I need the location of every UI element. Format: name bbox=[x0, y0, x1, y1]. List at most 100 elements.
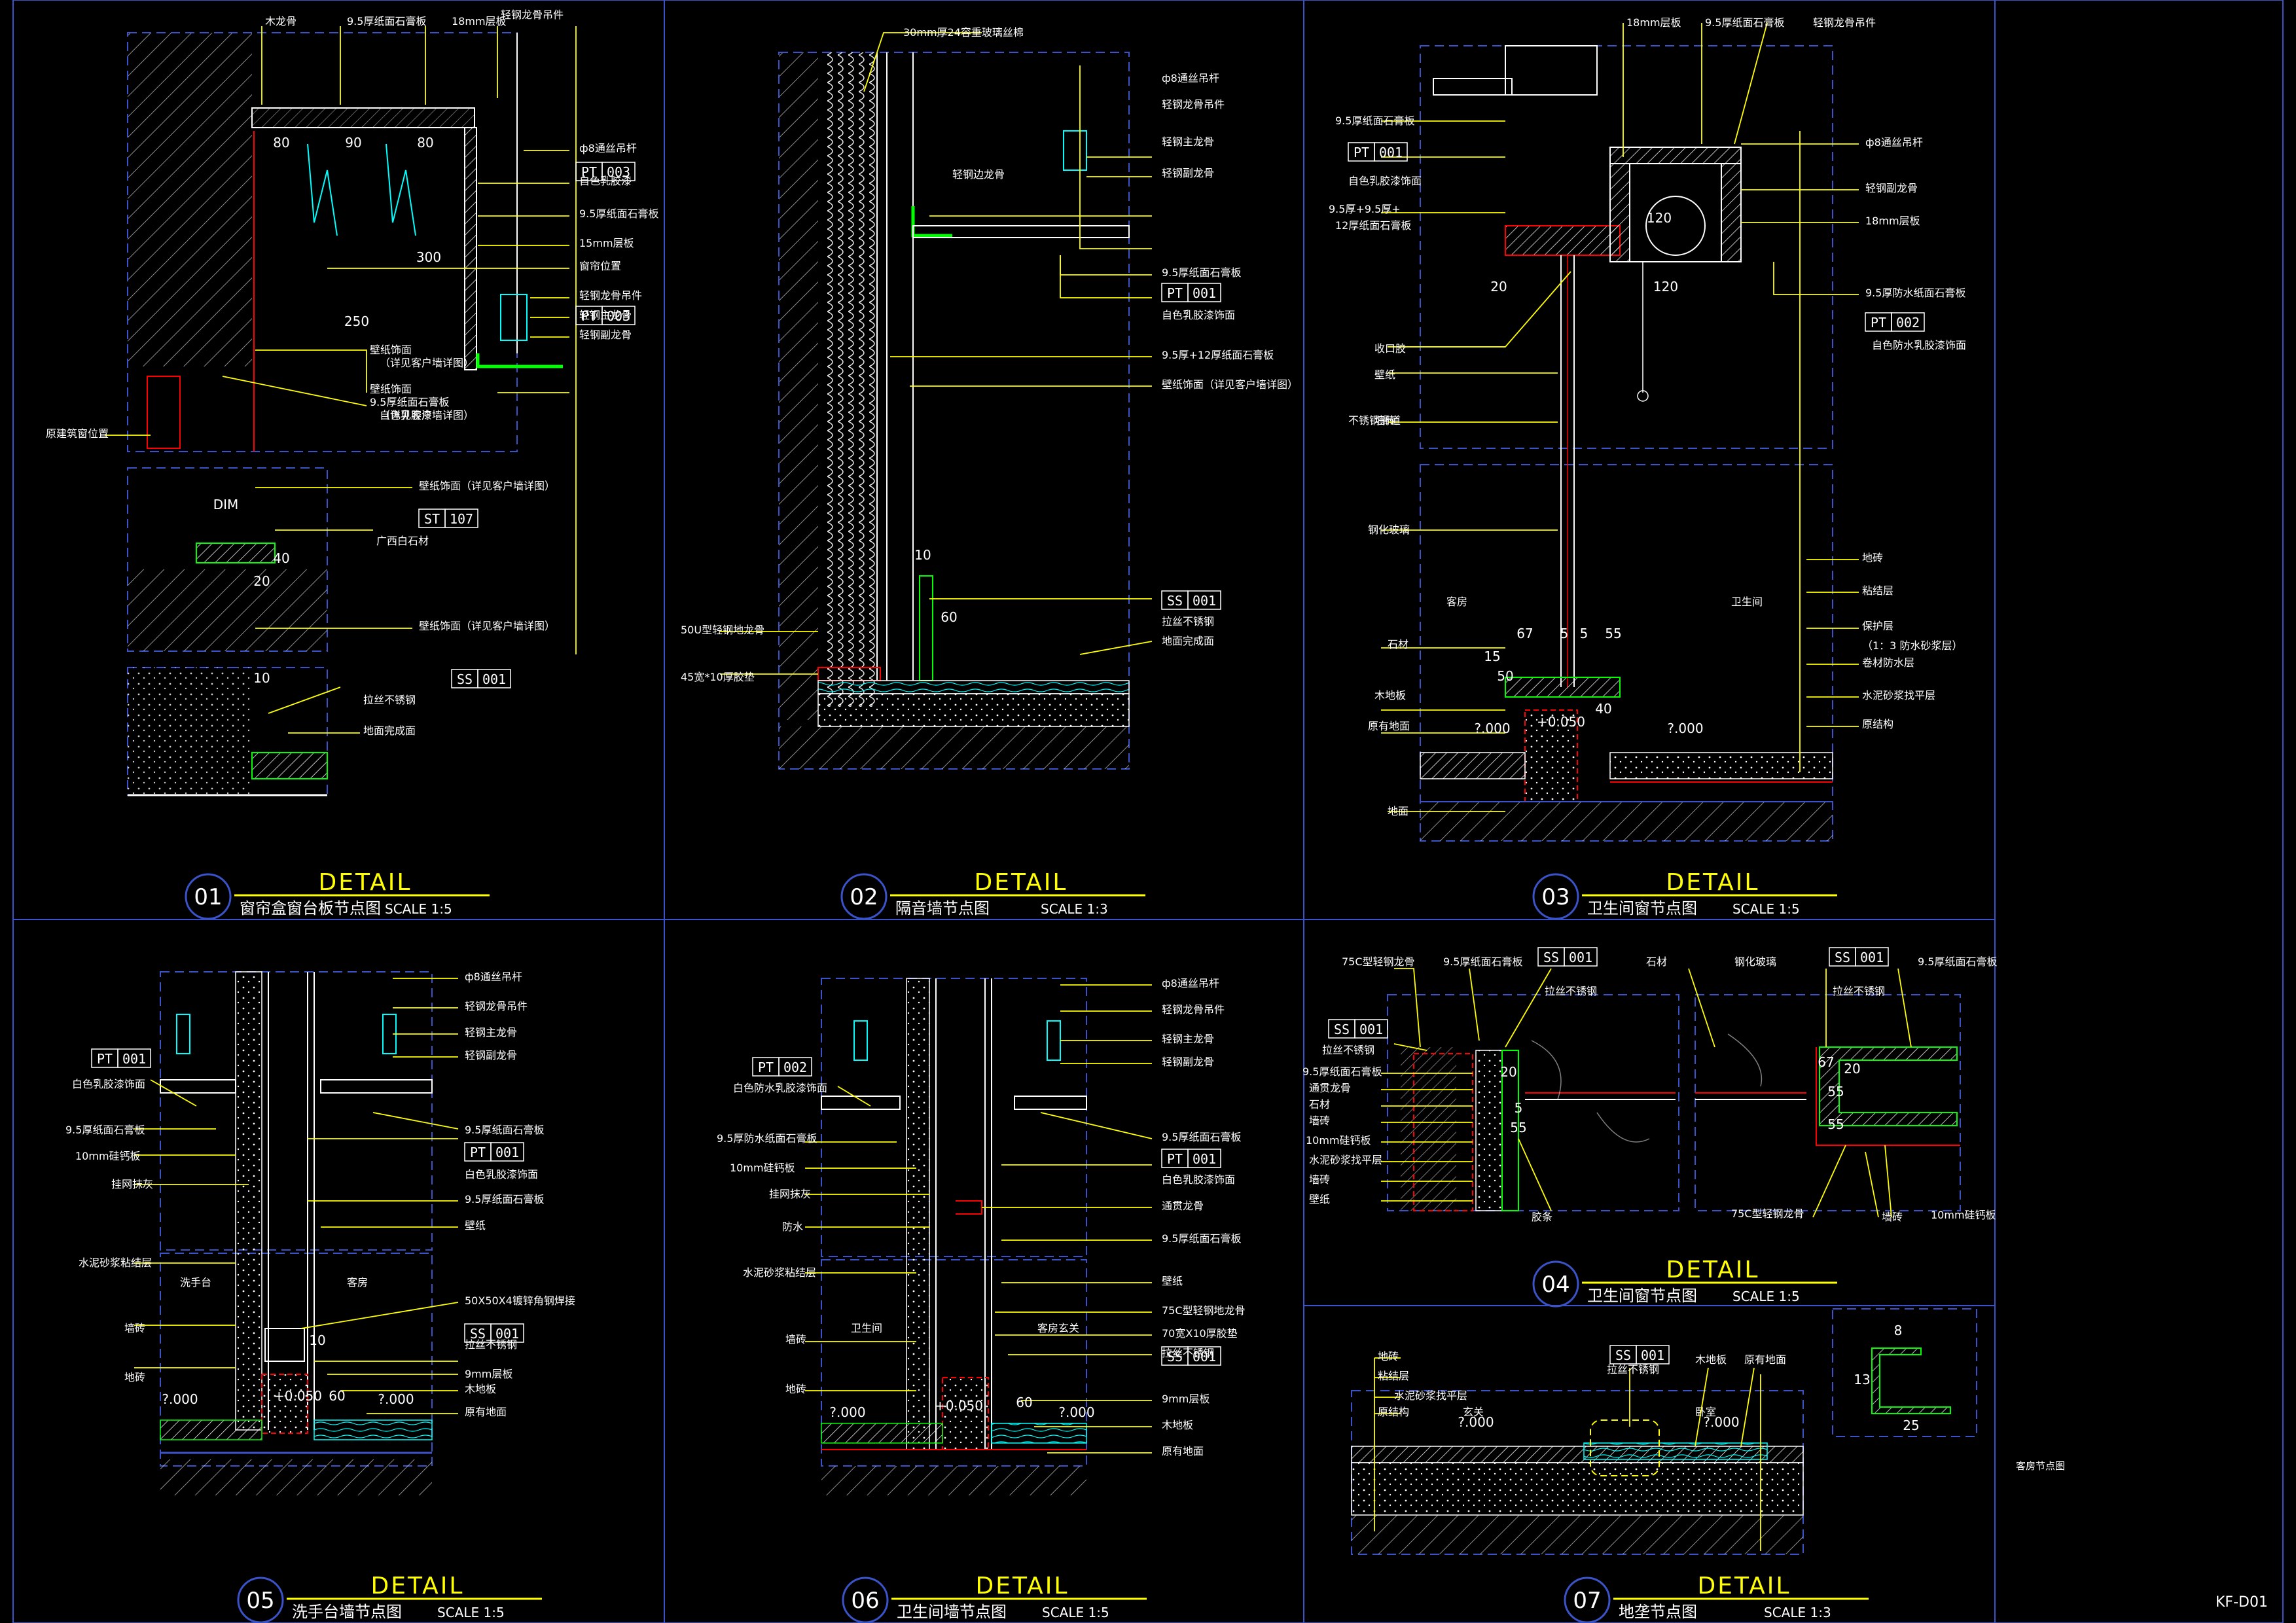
labels-detail-02: 30mm厚24容重玻璃丝棉ф8通丝吊杆轻钢龙骨吊件轻钢边龙骨轻钢主龙骨轻钢副龙骨… bbox=[681, 26, 1298, 683]
annotation-label: 通贯龙骨 bbox=[1309, 1082, 1351, 1094]
material-tag-code: PT bbox=[581, 308, 597, 324]
dimension-label: 15 bbox=[1484, 649, 1500, 664]
annotation-label: 轻钢龙骨吊件 bbox=[1813, 16, 1876, 29]
annotation-label: ф8通丝吊杆 bbox=[1162, 977, 1219, 990]
annotation-label: 拉丝不锈钢 bbox=[1162, 615, 1214, 628]
side-note: 客房节点图 bbox=[2016, 1460, 2065, 1472]
detail-scale: SCALE 1:5 bbox=[1732, 901, 1800, 917]
dimension-label: +0.050 bbox=[935, 1398, 983, 1414]
dimension-label: ?.000 bbox=[378, 1391, 414, 1407]
annotation-label: 石材 bbox=[1388, 638, 1408, 651]
material-tag-code: SS bbox=[1167, 593, 1183, 609]
annotation-label: 原有地面 bbox=[1368, 720, 1410, 732]
dimension-label: 55 bbox=[1827, 1084, 1844, 1099]
annotation-label: 70宽X10厚胶垫 bbox=[1162, 1327, 1238, 1340]
annotation-label: 原有地面 bbox=[1744, 1353, 1786, 1366]
dimension-label: 50 bbox=[1497, 668, 1513, 684]
annotation-label: 洗手台 bbox=[180, 1276, 211, 1289]
dimension-label: 20 bbox=[1490, 279, 1507, 294]
annotation-label: 9.5厚+12厚纸面石膏板 bbox=[1162, 349, 1274, 361]
annotation-label: 胶条 bbox=[1532, 1211, 1552, 1223]
material-tag-number: 001 bbox=[1359, 1022, 1383, 1037]
annotation-label: 广西白石材 bbox=[376, 535, 429, 547]
annotation-label: 轻钢龙骨吊件 bbox=[465, 1000, 528, 1012]
annotation-label: 挂网抹灰 bbox=[769, 1188, 811, 1200]
annotation-label: 轻钢主龙骨 bbox=[1162, 135, 1214, 148]
annotation-label: 轻钢边龙骨 bbox=[952, 168, 1005, 181]
annotation-label: 原有地面 bbox=[1162, 1445, 1204, 1457]
annotation-label: 9mm层板 bbox=[1162, 1393, 1210, 1405]
dimension-label: 90 bbox=[345, 135, 361, 151]
annotation-label: 木地板 bbox=[1162, 1419, 1193, 1431]
annotation-label: 9.5厚+9.5厚+ bbox=[1329, 203, 1401, 215]
annotation-label: 原有地面 bbox=[465, 1406, 507, 1418]
detail-number: 04 bbox=[1541, 1272, 1570, 1298]
material-tag-number: 001 bbox=[495, 1326, 519, 1342]
annotation-label: 水泥砂浆粘结层 bbox=[743, 1266, 816, 1279]
dimension-label: ?.000 bbox=[1667, 721, 1703, 736]
material-tag-number: 001 bbox=[122, 1051, 146, 1067]
annotation-label: 轻钢主龙骨 bbox=[579, 309, 632, 321]
material-tag-code: SS bbox=[457, 671, 473, 687]
detail-05-drawing bbox=[160, 971, 433, 1495]
annotation-label: 自色乳胶漆饰面 bbox=[1348, 175, 1422, 187]
annotation-label: 水泥砂浆找平层 bbox=[1862, 689, 1935, 702]
detail-number-bubble bbox=[1564, 1577, 1611, 1623]
annotation-label: 墙砖 bbox=[785, 1333, 806, 1346]
annotation-label: 石材 bbox=[1309, 1098, 1330, 1111]
dimension-label: 40 bbox=[1595, 701, 1611, 717]
annotation-label: ф8通丝吊杆 bbox=[1865, 136, 1923, 149]
dimension-label: 5 bbox=[1560, 626, 1569, 641]
annotation-label: 75C型轻钢龙骨 bbox=[1731, 1207, 1804, 1220]
dimension-label: ?.000 bbox=[1703, 1414, 1739, 1430]
material-tag-code: SS bbox=[1835, 950, 1850, 965]
annotation-label: 木地板 bbox=[465, 1383, 496, 1395]
material-tag-number: 001 bbox=[1379, 145, 1403, 160]
dimension-label: 120 bbox=[1647, 210, 1672, 226]
annotation-label: 轻钢龙骨吊件 bbox=[501, 9, 564, 21]
annotation-label: 50U型轻钢地龙骨 bbox=[681, 624, 764, 636]
material-tag-number: 002 bbox=[783, 1060, 807, 1075]
material-tag-code: SS bbox=[470, 1326, 486, 1342]
dimension-label: ?.000 bbox=[829, 1404, 865, 1420]
material-tag: SS 001 bbox=[464, 1323, 524, 1343]
detail-04-leaders bbox=[1381, 968, 1912, 1218]
dimension-label: 20 bbox=[1500, 1064, 1516, 1080]
dimension-label: 10 bbox=[309, 1332, 325, 1348]
detail-01-leaders bbox=[105, 26, 577, 734]
annotation-label: 18mm层板 bbox=[452, 15, 507, 27]
annotation-label: 10mm硅钙板 bbox=[730, 1162, 795, 1174]
dimension-label: 10 bbox=[253, 670, 270, 686]
dimension-label: +0.050 bbox=[274, 1388, 322, 1404]
annotation-label: 9.5厚纸面石膏板 bbox=[465, 1193, 544, 1205]
annotation-label: 粘结层 bbox=[1378, 1370, 1409, 1382]
annotation-label: 9.5厚纸面石膏板 bbox=[370, 396, 449, 408]
annotation-label: 轻钢副龙骨 bbox=[465, 1049, 517, 1061]
annotation-label: 壁纸 bbox=[465, 1219, 486, 1232]
detail-number-bubble bbox=[237, 1577, 284, 1623]
annotation-label: 9.5厚纸面石膏板 bbox=[1302, 1065, 1382, 1078]
material-tag-number: 002 bbox=[1896, 315, 1920, 330]
annotation-label: 玄关 bbox=[1463, 1406, 1484, 1418]
dimension-label: 60 bbox=[941, 609, 957, 625]
annotation-label: 木地板 bbox=[1695, 1353, 1727, 1366]
annotation-label: 地砖 bbox=[1378, 1350, 1399, 1363]
annotation-label: 自色防水乳胶漆饰面 bbox=[1872, 339, 1966, 351]
annotation-label: 9.5厚纸面石膏板 bbox=[65, 1124, 145, 1136]
annotation-label: 9.5厚防水纸面石膏板 bbox=[1865, 287, 1965, 299]
detail-number-bubble bbox=[842, 1577, 889, 1623]
annotation-label: 9.5厚纸面石膏板 bbox=[1918, 955, 1997, 968]
detail-scale: SCALE 1:5 bbox=[1732, 1289, 1800, 1304]
material-tag-number: 001 bbox=[1641, 1347, 1664, 1363]
material-tag-code: SS bbox=[1543, 950, 1559, 965]
dimension-label: ?.000 bbox=[1474, 721, 1510, 736]
